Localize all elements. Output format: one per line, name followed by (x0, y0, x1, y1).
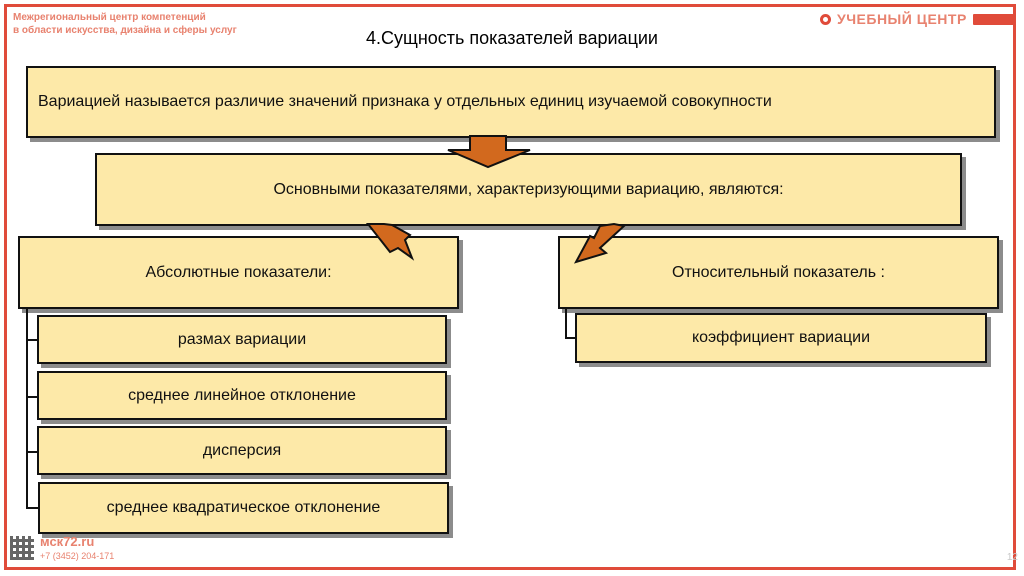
footer-site: мск72.ru (40, 534, 95, 549)
absolute-heading-text: Абсолютные показатели: (145, 263, 332, 281)
main-indicators-box: Основными показателями, характеризующими… (95, 153, 962, 226)
relative-item-1: коэффициент вариации (575, 313, 987, 363)
absolute-item-3-text: дисперсия (202, 441, 282, 459)
absolute-heading-box: Абсолютные показатели: (18, 236, 459, 309)
absolute-connector (26, 309, 28, 509)
org-line-2: в области искусства, дизайна и сферы усл… (13, 25, 237, 36)
qr-code-icon (10, 536, 34, 560)
absolute-connector-tick-1 (26, 339, 38, 341)
page-number: 12 (1006, 552, 1018, 563)
absolute-connector-tick-3 (26, 451, 38, 453)
absolute-item-4: среднее квадратическое отклонение (38, 482, 449, 534)
absolute-item-1: размах вариации (37, 315, 447, 364)
relative-connector (565, 309, 567, 339)
relative-heading-box: Относительный показатель : (558, 236, 999, 309)
absolute-item-2-text: среднее линейное отклонение (128, 386, 356, 404)
definition-box: Вариацией называется различие значений п… (26, 66, 996, 138)
slide-title: 4.Сущность показателей вариации (366, 28, 658, 48)
arrow-down-icon (447, 135, 531, 169)
main-indicators-text: Основными показателями, характеризующими… (273, 180, 784, 198)
brand-logo: УЧЕБНЫЙ ЦЕНТР (820, 10, 1015, 28)
relative-connector-tick (565, 337, 577, 339)
org-line-1: Межрегиональный центр компетенций (13, 12, 206, 23)
absolute-connector-tick-4 (26, 507, 38, 509)
brand-tag-icon (972, 13, 1015, 25)
arrow-right-icon (573, 222, 627, 264)
brand-text: УЧЕБНЫЙ ЦЕНТР (837, 11, 967, 27)
absolute-connector-tick-2 (26, 396, 38, 398)
absolute-item-2: среднее линейное отклонение (37, 371, 447, 420)
relative-heading-text: Относительный показатель : (672, 263, 885, 281)
relative-item-1-text: коэффициент вариации (691, 329, 871, 346)
org-name: Межрегиональный центр компетенций в обла… (13, 11, 273, 37)
absolute-item-1-text: размах вариации (177, 330, 307, 348)
absolute-item-4-text: среднее квадратическое отклонение (106, 499, 381, 516)
footer-phone: +7 (3452) 204-171 (40, 551, 115, 561)
absolute-item-3: дисперсия (37, 426, 447, 475)
brand-circle-icon (820, 13, 831, 25)
arrow-left-icon (365, 223, 415, 261)
definition-text: Вариацией называется различие значений п… (38, 93, 772, 110)
